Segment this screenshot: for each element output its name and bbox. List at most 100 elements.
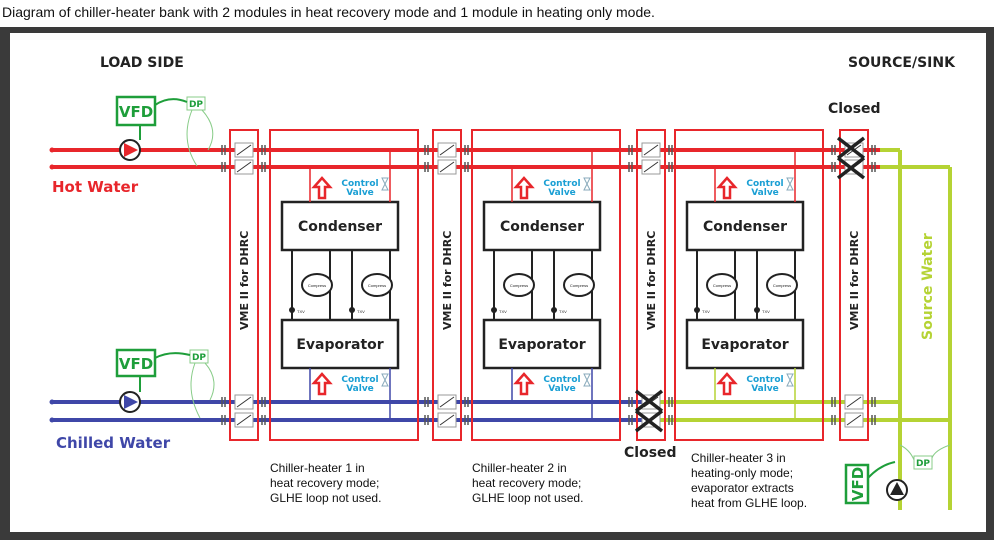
flow-arrow-icon	[716, 176, 738, 200]
valve-stem	[236, 144, 252, 156]
pipe-end	[49, 164, 55, 170]
compressor-icon	[361, 273, 393, 297]
module-note: Chiller-heater 1 in	[270, 461, 365, 475]
vme-header-box	[229, 129, 259, 441]
source-water-label: Source Water	[920, 233, 936, 340]
vme-header-box	[636, 129, 666, 441]
control-valve-icon	[786, 373, 794, 387]
control-valve-label: Control	[746, 375, 783, 385]
vfd-box	[844, 463, 870, 505]
pump-direction-icon	[124, 143, 138, 157]
pipe-end	[49, 147, 55, 153]
condenser-label: Condenser	[500, 219, 584, 235]
module-note: heat recovery mode;	[472, 476, 581, 490]
control-valve-label: Valve	[346, 188, 374, 198]
valve-stem	[846, 396, 862, 408]
compressor-icon	[301, 273, 333, 297]
dp-tubing	[190, 362, 215, 419]
hot-water-label: Hot Water	[52, 178, 139, 196]
dp-sensor-box	[189, 349, 209, 364]
closed-valve-x-icon	[634, 409, 664, 433]
condenser-box	[280, 200, 400, 252]
control-valve-icon	[381, 373, 389, 387]
control-valve-label: Valve	[346, 384, 374, 394]
vfd-box	[115, 348, 157, 378]
dp-sensor-box	[186, 96, 206, 111]
control-valve-label: Control	[341, 375, 378, 385]
condenser-label: Condenser	[298, 219, 382, 235]
vfd-cable	[867, 461, 896, 479]
vfd-label: VFD	[119, 355, 153, 373]
evaporator-label: Evaporator	[296, 337, 383, 353]
compressor-label: Compress	[368, 283, 386, 288]
vme-header-box	[432, 129, 462, 441]
txv-valve-icon	[551, 307, 557, 313]
module-note: heat from GLHE loop.	[691, 496, 807, 510]
chiller-heater-module-box	[471, 129, 621, 441]
valve-stem	[846, 414, 862, 426]
txv-label: TXV	[357, 309, 365, 314]
valve-stem	[439, 144, 455, 156]
condenser-box	[482, 200, 602, 252]
closed-label: Closed	[828, 101, 881, 117]
flow-arrow-icon	[513, 372, 535, 396]
compressor-icon	[706, 273, 738, 297]
txv-label: TXV	[297, 309, 305, 314]
vme-header-box	[839, 129, 869, 441]
control-valve-icon	[786, 177, 794, 191]
dp-label: DP	[189, 100, 203, 110]
txv-valve-icon	[289, 307, 295, 313]
txv-label: TXV	[702, 309, 710, 314]
vme-label: VME II for DHRC	[238, 231, 251, 330]
control-valve-label: Control	[543, 179, 580, 189]
control-valve-label: Control	[746, 179, 783, 189]
closed-label: Closed	[624, 445, 677, 461]
pump-direction-icon	[124, 395, 138, 409]
evaporator-box	[280, 318, 400, 370]
txv-valve-icon	[349, 307, 355, 313]
vfd-box	[115, 95, 157, 127]
pump-direction-icon	[890, 482, 904, 495]
txv-valve-icon	[694, 307, 700, 313]
valve-stem	[643, 144, 659, 156]
txv-label: TXV	[559, 309, 567, 314]
dp-tubing	[899, 444, 951, 461]
txv-valve-icon	[491, 307, 497, 313]
compressor-label: Compress	[713, 283, 731, 288]
compressor-label: Compress	[570, 283, 588, 288]
flow-arrow-icon	[716, 372, 738, 396]
control-valve-icon	[381, 177, 389, 191]
txv-label: TXV	[762, 309, 770, 314]
module-note: heating-only mode;	[691, 466, 793, 480]
dp-tubing	[186, 109, 214, 167]
pipe-end	[49, 399, 55, 405]
evaporator-box	[482, 318, 602, 370]
module-note: Chiller-heater 3 in	[691, 451, 786, 465]
chilled-water-label: Chilled Water	[56, 434, 171, 452]
compressor-label: Compress	[510, 283, 528, 288]
source-sink-label: SOURCE/SINK	[848, 55, 956, 71]
control-valve-label: Valve	[548, 384, 576, 394]
pipe-end	[49, 417, 55, 423]
vfd-label: VFD	[849, 467, 867, 501]
flow-arrow-icon	[311, 176, 333, 200]
compressor-icon	[563, 273, 595, 297]
control-valve-label: Control	[341, 179, 378, 189]
control-valve-label: Valve	[548, 188, 576, 198]
vfd-cable	[154, 352, 191, 359]
diagram-caption: Diagram of chiller-heater bank with 2 mo…	[2, 4, 655, 20]
module-note: Chiller-heater 2 in	[472, 461, 567, 475]
module-note: heat recovery mode;	[270, 476, 379, 490]
valve-stem	[439, 161, 455, 173]
compressor-icon	[766, 273, 798, 297]
valve-stem	[236, 161, 252, 173]
condenser-label: Condenser	[703, 219, 787, 235]
closed-valve-x-icon	[634, 389, 664, 413]
chiller-heater-module-box	[269, 129, 419, 441]
vfd-cable	[154, 98, 188, 106]
evaporator-label: Evaporator	[498, 337, 585, 353]
vme-label: VME II for DHRC	[848, 231, 861, 330]
dp-label: DP	[192, 353, 206, 363]
flow-arrow-icon	[513, 176, 535, 200]
